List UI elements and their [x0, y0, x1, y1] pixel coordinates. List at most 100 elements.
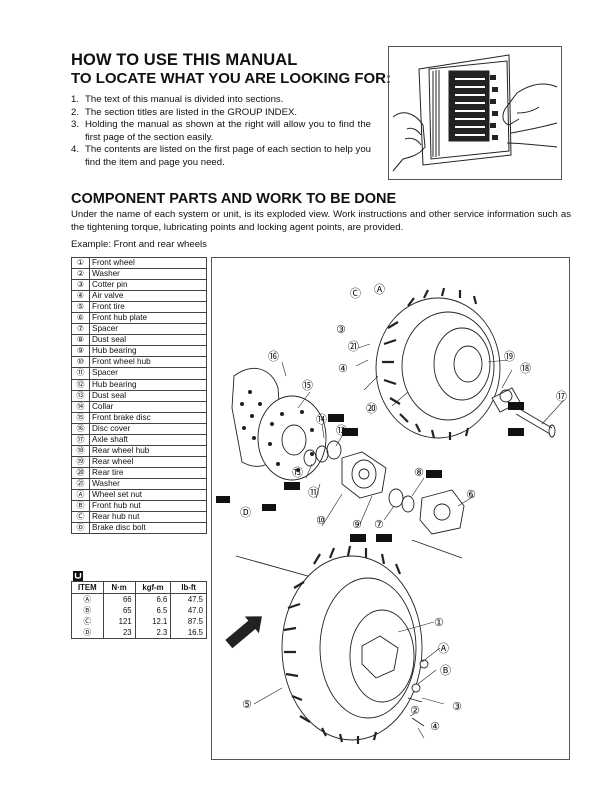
part-symbol: ⑮ — [71, 411, 90, 424]
torque-cell: 6.6 — [134, 593, 172, 605]
part-symbol: ⑧ — [71, 334, 90, 347]
part-symbol: ⑦ — [71, 323, 90, 336]
part-name: Hub bearing — [89, 378, 207, 391]
example-caption: Example: Front and rear wheels — [71, 239, 207, 250]
front-wheel-drawing — [281, 545, 423, 744]
front-hub-drawing — [341, 451, 387, 499]
part-name: Dust seal — [89, 334, 207, 347]
manual-illustration — [388, 46, 562, 180]
label-4-bottom: ④ — [430, 720, 440, 733]
torque-cell: 66 — [102, 593, 136, 605]
label-8: ⑧ — [414, 466, 424, 479]
label-14: ⑭ — [316, 413, 327, 426]
torque-header-nm: N·m — [102, 581, 136, 594]
part-symbol: ⑬ — [71, 389, 90, 402]
part-name: Hub bearing — [89, 345, 207, 358]
step-number: 1. — [71, 94, 80, 105]
part-name: Air valve — [89, 290, 207, 303]
label-11: ⑪ — [308, 486, 319, 499]
part-symbol: Ⓓ — [71, 522, 90, 535]
label-9: ⑨ — [352, 518, 362, 531]
torque-cell: 47.5 — [170, 593, 207, 605]
step-text: Holding the manual as shown at the right… — [85, 119, 371, 143]
part-name: Axle shaft — [89, 433, 207, 446]
steps-list: 1. The text of this manual is divided int… — [71, 94, 371, 170]
torque-cell: 12.1 — [134, 616, 172, 627]
part-symbol: ⑲ — [71, 455, 90, 468]
part-name: Cotter pin — [89, 279, 207, 292]
part-symbol: ② — [71, 268, 90, 281]
torque-cell: 6.5 — [134, 605, 172, 616]
page-subtitle: TO LOCATE WHAT YOU ARE LOOKING FOR: — [71, 70, 391, 87]
part-symbol: ⑩ — [71, 356, 90, 369]
torque-cell: Ⓓ — [71, 627, 104, 639]
label-C: Ⓒ — [350, 287, 361, 300]
part-symbol: ㉑ — [71, 477, 90, 490]
part-name: Spacer — [89, 323, 207, 336]
label-16: ⑯ — [268, 350, 279, 363]
label-18: ⑱ — [520, 362, 531, 375]
label-3-top: ③ — [336, 323, 346, 336]
label-20: ⑳ — [366, 402, 377, 415]
part-name: Front tire — [89, 301, 207, 314]
label-1: ① — [434, 616, 444, 629]
label-B: Ⓑ — [440, 664, 451, 677]
label-2: ② — [410, 704, 420, 717]
exploded-view-diagram: ⑯ ⑮ ⑭ ⑫ ⑬ ⑪ ⑩ ⑨ ⑦ ⑧ ⑥ Ⓒ Ⓐ ③ ㉑ ④ ⑳ ⑲ ⑱ ⑰ … — [211, 257, 570, 760]
torque-header-item: ITEM — [71, 581, 104, 594]
torque-header-kgfm: kgf-m — [134, 581, 172, 594]
part-symbol: ⑱ — [71, 444, 90, 457]
torque-cell: 47.0 — [170, 605, 207, 616]
locking-agent-icon — [216, 496, 276, 511]
part-symbol: ④ — [71, 290, 90, 303]
label-3-bottom: ③ — [452, 700, 462, 713]
part-symbol: Ⓒ — [71, 511, 90, 524]
step-number: 4. — [71, 144, 80, 156]
label-A-bottom: Ⓐ — [438, 642, 449, 655]
part-symbol: ⑪ — [71, 367, 90, 380]
step-text: The section titles are listed in the GRO… — [85, 106, 298, 118]
part-symbol: Ⓐ — [71, 488, 90, 502]
part-symbol: ⑭ — [71, 400, 90, 413]
label-D: Ⓓ — [240, 506, 251, 519]
torque-cell: 121 — [102, 616, 136, 627]
part-name: Front wheel — [89, 256, 207, 270]
label-6: ⑥ — [466, 488, 476, 501]
part-name: Collar — [89, 400, 207, 413]
torque-cell: Ⓒ — [71, 616, 104, 627]
step-number: 2. — [71, 106, 80, 118]
part-symbol: ⑤ — [71, 301, 90, 314]
list-item: 3.Holding the manual as shown at the rig… — [71, 119, 371, 144]
part-name: Disc cover — [89, 422, 207, 435]
book-hands-illustration — [392, 54, 558, 172]
label-12: ⑫ — [336, 424, 347, 437]
part-symbol: ⑨ — [71, 345, 90, 358]
label-5: ⑤ — [242, 698, 252, 711]
section-title: COMPONENT PARTS AND WORK TO BE DONE — [71, 191, 397, 207]
torque-cell: 65 — [102, 605, 136, 616]
step-text: The text of this manual is divided into … — [85, 94, 284, 105]
section-intro: Under the name of each system or unit, i… — [71, 209, 571, 233]
part-name: Spacer — [89, 367, 207, 380]
fwd-arrow-icon — [225, 616, 262, 649]
label-19: ⑲ — [504, 350, 515, 363]
